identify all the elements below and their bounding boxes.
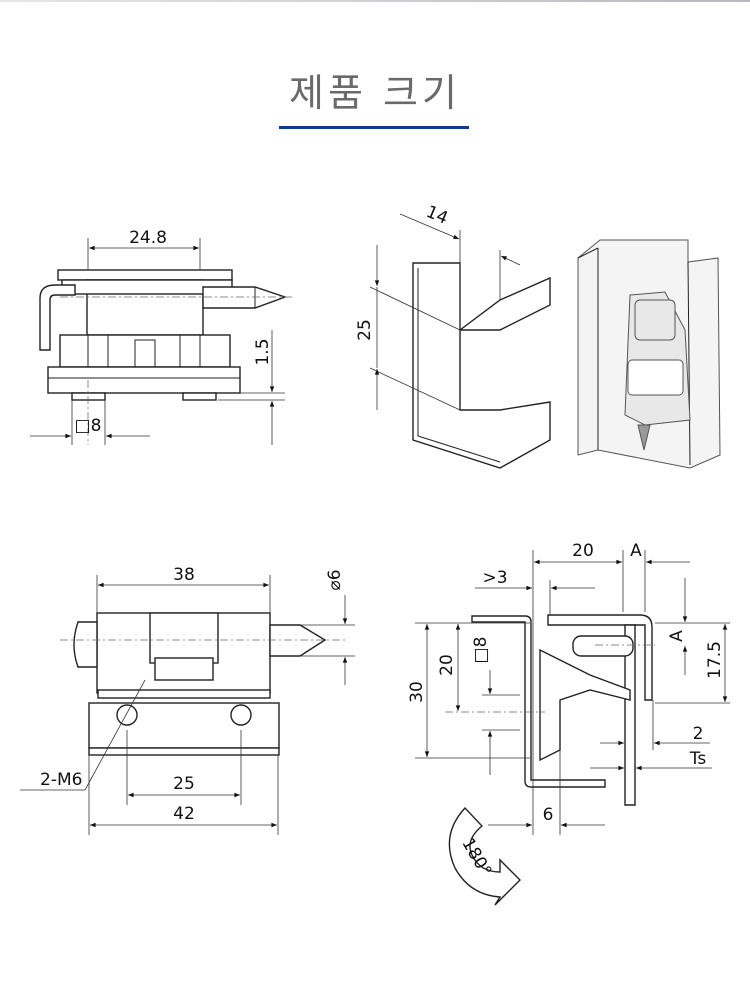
dim-2-m6: 2-M6 bbox=[40, 770, 82, 790]
dim-14: 14 bbox=[423, 202, 451, 229]
dim-2: 2 bbox=[693, 724, 704, 744]
dim-25-spacing: 25 bbox=[173, 774, 195, 794]
title-underline bbox=[279, 126, 469, 129]
dim-pin-diameter: ⌀6 bbox=[325, 569, 345, 590]
dim-42: 42 bbox=[173, 804, 195, 824]
hinge-3d-render bbox=[577, 239, 721, 469]
dim-square-8: □8 bbox=[75, 416, 102, 436]
dim-ts: Ts bbox=[689, 749, 707, 769]
rotation-arrow-icon bbox=[448, 806, 521, 906]
dim-24-8: 24.8 bbox=[129, 228, 167, 248]
page-title: 제품 크기 bbox=[289, 71, 461, 115]
dim-30: 30 bbox=[407, 681, 427, 703]
dim-gap-3: >3 bbox=[482, 568, 507, 588]
dim-38: 38 bbox=[173, 565, 195, 585]
dim-25: 25 bbox=[355, 319, 375, 341]
dim-a-vertical: A bbox=[667, 630, 687, 642]
dim-17-5: 17.5 bbox=[705, 641, 725, 679]
side-view: 20 A >3 30 20 □8 A 17.5 2 Ts 6 180° bbox=[407, 541, 730, 906]
top-border bbox=[0, 0, 750, 2]
dim-square-8-side: □8 bbox=[471, 637, 491, 664]
dim-1-5: 1.5 bbox=[253, 338, 273, 365]
dim-20-vertical: 20 bbox=[437, 654, 457, 676]
dim-6: 6 bbox=[543, 805, 554, 825]
dim-20-top: 20 bbox=[572, 541, 594, 561]
front-view: 24.8 1.5 □8 bbox=[30, 228, 295, 445]
dim-a-top: A bbox=[630, 541, 642, 561]
profile-view: 25 14 bbox=[355, 202, 551, 469]
bottom-view: 38 ⌀6 2-M6 25 42 bbox=[20, 565, 355, 835]
